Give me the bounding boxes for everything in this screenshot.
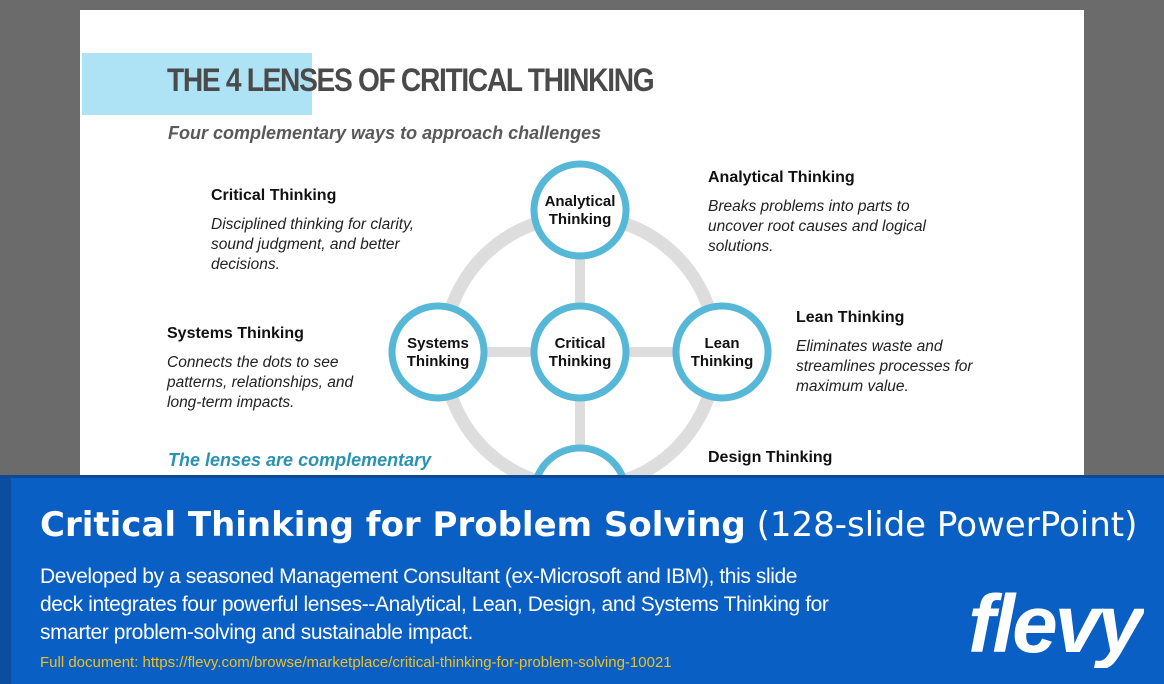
flevy-logo-text: flevy (968, 579, 1144, 668)
node-lean-line2: Thinking (691, 353, 754, 370)
node-critical-line1: Critical (555, 335, 606, 352)
node-critical: Critical Thinking (530, 302, 630, 402)
node-analytical-line1: Analytical (545, 193, 616, 210)
lens-critical-name: Critical Thinking (211, 187, 337, 204)
complementary-note: The lenses are complementary (168, 450, 432, 470)
title-accent-bar (82, 53, 312, 115)
lens-analytical: Analytical Thinking Breaks problems into… (708, 169, 958, 257)
banner-title: Critical Thinking for Problem Solving (1… (40, 505, 1137, 545)
banner-description: Developed by a seasoned Management Consu… (40, 565, 829, 644)
lens-design-name: Design Thinking (708, 449, 833, 466)
lens-lean-desc: Eliminates waste and streamlines process… (796, 338, 973, 395)
lens-critical: Critical Thinking Disciplined thinking f… (211, 187, 451, 275)
banner-title-suffix: (128-slide PowerPoint) (756, 505, 1138, 545)
promo-banner: Critical Thinking for Problem Solving (1… (0, 475, 1164, 684)
document-link[interactable]: Full document: https://flevy.com/browse/… (40, 654, 672, 671)
lens-systems-name: Systems Thinking (167, 325, 304, 342)
lens-critical-desc: Disciplined thinking for clarity, sound … (211, 216, 415, 273)
lens-lean: Lean Thinking Eliminates waste and strea… (796, 309, 1006, 397)
node-critical-line2: Thinking (549, 353, 612, 370)
node-systems-line2: Thinking (407, 353, 470, 370)
banner-edge (0, 478, 11, 684)
node-analytical-line2: Thinking (549, 211, 612, 228)
lenses-diagram: Analytical Thinking Systems Thinking Cri… (388, 160, 772, 480)
node-systems: Systems Thinking (388, 302, 488, 402)
node-lean-line1: Lean (704, 335, 739, 352)
lens-analytical-name: Analytical Thinking (708, 169, 855, 186)
slide: THE 4 LENSES OF CRITICAL THINKING Four c… (80, 10, 1084, 480)
lens-lean-name: Lean Thinking (796, 309, 905, 326)
node-lean: Lean Thinking (672, 302, 772, 402)
lens-systems: Systems Thinking Connects the dots to se… (167, 325, 382, 413)
node-systems-line1: Systems (407, 335, 469, 352)
lens-design: Design Thinking (708, 449, 958, 477)
flevy-logo[interactable]: flevy (944, 578, 1144, 668)
lens-analytical-desc: Breaks problems into parts to uncover ro… (708, 198, 926, 255)
lens-systems-desc: Connects the dots to see patterns, relat… (167, 354, 354, 411)
banner-title-main: Critical Thinking for Problem Solving (40, 505, 746, 545)
slide-subtitle: Four complementary ways to approach chal… (168, 123, 602, 143)
node-analytical: Analytical Thinking (530, 160, 630, 260)
slide-title: THE 4 LENSES OF CRITICAL THINKING (167, 62, 655, 98)
node-design (532, 444, 628, 480)
